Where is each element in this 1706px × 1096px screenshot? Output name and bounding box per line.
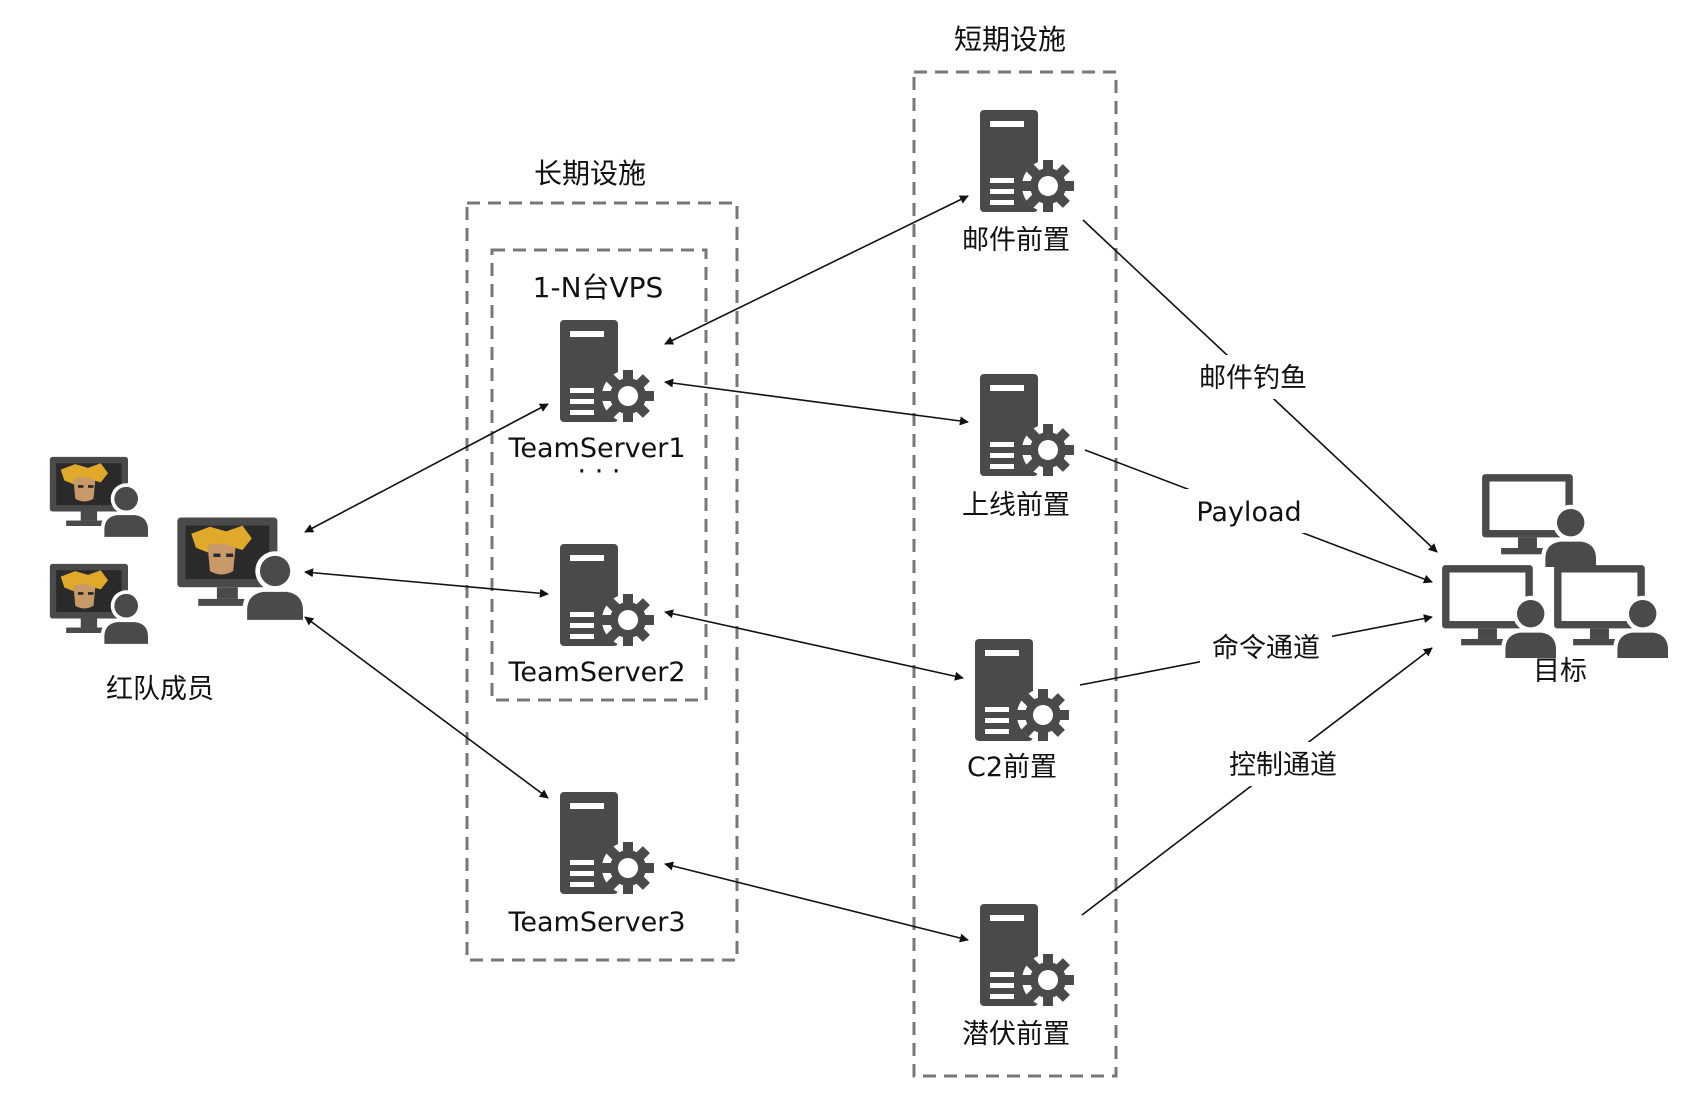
teamserver1-node: TeamServer1 · · · [507, 320, 686, 487]
c2-front-label: C2前置 [967, 752, 1057, 783]
online-front-label: 上线前置 [962, 490, 1070, 521]
command-channel-label: 命令通道 [1212, 633, 1320, 664]
server-gear-icon [560, 544, 654, 646]
short-term-box [912, 70, 1118, 1078]
mail-front-node: 邮件前置 [962, 110, 1074, 256]
mail-front-label: 邮件前置 [962, 225, 1070, 256]
teamserver3-label: TeamServer3 [507, 907, 685, 938]
control-channel-label: 控制通道 [1229, 750, 1337, 781]
lurk-front-node: 潜伏前置 [962, 904, 1074, 1050]
server-gear-icon [975, 639, 1069, 741]
target-node: 目标 [1442, 474, 1668, 687]
edge-teamserver1-online-front [664, 378, 969, 426]
workstation-user-icon [1554, 565, 1668, 658]
teamserver2-label: TeamServer2 [507, 657, 685, 688]
server-gear-icon [980, 904, 1074, 1006]
payload-label: Payload [1196, 497, 1301, 528]
server-gear-icon [560, 792, 654, 894]
teamserver1-label: TeamServer1 [507, 433, 685, 464]
edge-red-team-teamserver1 [304, 403, 549, 533]
workstation-avatar-icon [177, 517, 303, 620]
edge-red-team-teamserver3 [304, 616, 549, 799]
workstation-user-icon [1442, 565, 1556, 658]
workstation-user-icon [1482, 474, 1596, 567]
workstation-avatar-icon [49, 563, 148, 644]
edge-red-team-teamserver2 [304, 568, 549, 598]
online-front-node: 上线前置 [962, 374, 1074, 521]
server-gear-icon [560, 320, 654, 422]
edge-teamserver3-lurk-front [664, 861, 969, 943]
c2-front-node: C2前置 [967, 639, 1069, 783]
short-term-title: 短期设施 [954, 23, 1066, 56]
teamserver2-node: TeamServer2 [507, 544, 686, 688]
long-term-box [465, 201, 739, 962]
workstation-avatar-icon [49, 456, 148, 537]
edge-teamserver1-mail-front [664, 195, 969, 345]
vps-title: 1-N台VPS [533, 271, 664, 304]
red-team-node: 红队成员 [49, 456, 303, 705]
edge-teamserver2-c2-front [664, 609, 964, 681]
red-team-label: 红队成员 [106, 674, 214, 705]
server-gear-icon [980, 110, 1074, 212]
ellipsis-label: · · · [578, 456, 621, 487]
teamserver3-node: TeamServer3 [507, 792, 686, 938]
server-gear-icon [980, 374, 1074, 476]
lurk-front-label: 潜伏前置 [962, 1019, 1070, 1050]
mail-phishing-label: 邮件钓鱼 [1199, 363, 1307, 394]
target-label: 目标 [1533, 656, 1587, 687]
long-term-title: 长期设施 [534, 157, 646, 190]
